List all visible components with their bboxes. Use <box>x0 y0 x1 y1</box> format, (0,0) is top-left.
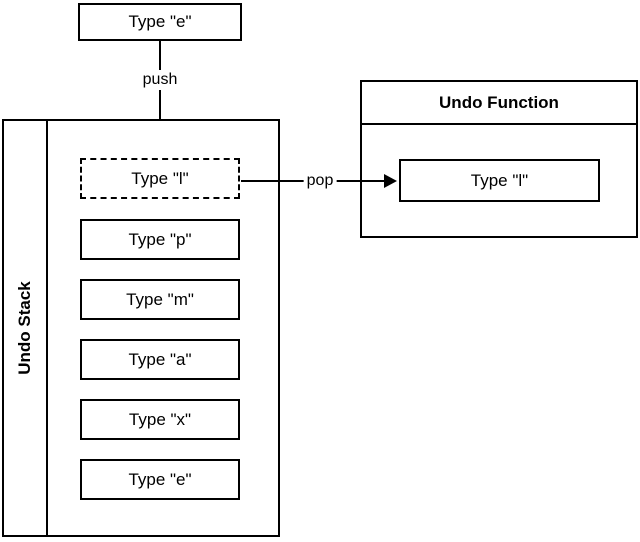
pop-arrow-label: pop <box>303 171 337 191</box>
stack-item: Type "e" <box>80 459 240 500</box>
undo-function-item-label: Type "l" <box>470 170 529 190</box>
stack-item-label: Type "x" <box>128 409 192 429</box>
undo-function-title: Undo Function <box>362 82 636 125</box>
undo-stack-title-strip: Undo Stack <box>4 121 48 535</box>
stack-item-label: Type "a" <box>128 349 192 369</box>
typed-char-node-label: Type "e" <box>128 12 192 31</box>
undo-function-item: Type "l" <box>399 159 600 202</box>
typed-char-node: Type "e" <box>78 3 242 41</box>
stack-item-label: Type "p" <box>128 229 192 249</box>
pop-arrowhead-icon <box>384 174 397 188</box>
stack-item-label: Type "e" <box>128 469 192 489</box>
stack-item: Type "m" <box>80 279 240 320</box>
stack-item: Type "x" <box>80 399 240 440</box>
stack-item: Type "p" <box>80 219 240 260</box>
stack-item-label: Type "m" <box>126 289 194 309</box>
stack-item-popped: Type "l" <box>80 158 240 199</box>
undo-stack-container: Undo Stack Type "l" Type "p" Type "m" Ty… <box>2 119 280 537</box>
undo-stack-title: Undo Stack <box>15 281 34 375</box>
push-arrow-label: push <box>138 70 182 90</box>
stack-item-label: Type "l" <box>131 168 189 188</box>
stack-item: Type "a" <box>80 339 240 380</box>
undo-function-container: Undo Function Type "l" <box>360 80 638 238</box>
